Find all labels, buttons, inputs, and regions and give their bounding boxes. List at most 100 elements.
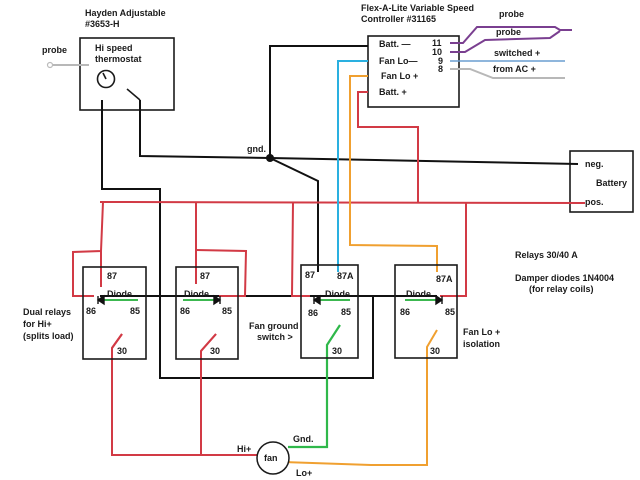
relay1-86-wire xyxy=(72,201,104,297)
relay3-30-to-fan-gnd xyxy=(288,324,341,449)
relay-box xyxy=(175,266,239,360)
fan-lo-neg-wire xyxy=(337,60,368,272)
controller-title: Flex-A-Lite Variable Speed xyxy=(361,3,474,13)
battery-pos-bus xyxy=(99,201,586,204)
relay-1: 87 Diode 86 85 30 xyxy=(82,266,147,360)
diode-icon xyxy=(312,294,321,306)
note-relay-rating: Relays 30/40 A xyxy=(515,250,578,260)
thermostat-switch-blade xyxy=(126,88,141,101)
diode-icon xyxy=(96,294,105,306)
relay-pin-85: 85 xyxy=(341,307,351,317)
note-fan-ground-1: Fan ground xyxy=(249,321,299,331)
relay1-30-to-fan xyxy=(111,333,258,456)
relay-pin-30: 30 xyxy=(210,346,220,356)
gnd-label: gnd. xyxy=(247,144,266,154)
pin-10: 10 xyxy=(432,47,442,57)
battery-pos-label: pos. xyxy=(585,197,604,207)
output-probe-1: probe xyxy=(496,27,521,37)
thermostat: Hayden Adjustable #3653-H Hi speed therm… xyxy=(42,8,175,111)
fan-hi-label: Hi+ xyxy=(237,444,251,454)
main-gnd-wire xyxy=(139,100,579,165)
gnd-to-relay3-87 xyxy=(269,157,319,272)
pin-8: 8 xyxy=(438,64,443,74)
relay-pin-87: 87 xyxy=(305,270,315,280)
diode-label: Diode xyxy=(184,289,209,299)
diode-icon xyxy=(435,294,444,306)
fan: fan Hi+ Gnd. Lo+ xyxy=(237,434,314,478)
ground-junction-icon xyxy=(266,154,274,162)
relay-pin-30: 30 xyxy=(430,346,440,356)
relay-4: 87A Diode 86 85 30 xyxy=(394,264,458,359)
note-fan-ground-2: switch > xyxy=(257,332,293,342)
note-fan-lo-2: isolation xyxy=(463,339,500,349)
diode-label: Diode xyxy=(107,289,132,299)
note-fan-lo-1: Fan Lo + xyxy=(463,327,500,337)
note-dual-relays-2: for Hi+ xyxy=(23,319,52,329)
output-switched-plus: switched + xyxy=(494,48,540,58)
relay2-85-wire xyxy=(195,249,248,297)
controller-gnd-wire xyxy=(269,45,368,158)
power-wiring xyxy=(72,91,586,456)
terminal-batt-pos: Batt. + xyxy=(379,87,407,97)
note-dual-relays-3: (splits load) xyxy=(23,331,74,341)
thermostat-label-2: thermostat xyxy=(95,54,142,64)
dial-needle xyxy=(102,72,107,80)
terminal-batt-neg: Batt. — xyxy=(379,39,411,49)
battery-label: Battery xyxy=(596,178,627,188)
probe-sensor-icon xyxy=(46,61,54,69)
controller-part-number: Controller #31165 xyxy=(361,14,436,24)
relay-pin-87: 87 xyxy=(200,271,210,281)
thermostat-box xyxy=(79,37,175,111)
relay-pin-87a: 87A xyxy=(436,274,453,284)
relay-pin-87: 87 xyxy=(107,271,117,281)
ground-wiring: gnd. xyxy=(100,45,579,379)
note-diodes-1: Damper diodes 1N4004 xyxy=(515,273,614,283)
relay-pin-86: 86 xyxy=(180,306,190,316)
probe-wire-11 xyxy=(450,26,572,44)
note-dual-relays-1: Dual relays xyxy=(23,307,71,317)
relay-3: 87 87A Diode 86 85 30 xyxy=(300,264,359,359)
relay4-85-wire xyxy=(440,202,467,297)
output-from-ac-plus: from AC + xyxy=(493,64,536,74)
battery: neg. Battery pos. xyxy=(569,150,634,213)
relay-2: 87 Diode 86 85 30 xyxy=(175,266,239,360)
thermostat-label-1: Hi speed xyxy=(95,43,133,53)
thermostat-to-relay-coils xyxy=(101,100,374,379)
relay-pin-86: 86 xyxy=(400,307,410,317)
relay-box xyxy=(394,264,458,359)
relay-pin-86: 86 xyxy=(86,306,96,316)
probe-wire-10 xyxy=(450,30,561,53)
relay1-contact xyxy=(111,333,123,349)
thermostat-title: Hayden Adjustable xyxy=(85,8,166,18)
terminal-fan-lo-neg: Fan Lo— xyxy=(379,56,418,66)
diode-icon xyxy=(213,294,222,306)
relay-pin-85: 85 xyxy=(130,306,140,316)
relay4-30-to-fan xyxy=(282,329,438,466)
thermostat-dial-icon[interactable] xyxy=(96,69,116,89)
fan-icon xyxy=(256,441,290,475)
controller-batt-pos-wire xyxy=(357,91,419,202)
relay-pin-87a: 87A xyxy=(337,271,354,281)
diode-label: Diode xyxy=(325,289,350,299)
controller: Flex-A-Lite Variable Speed Controller #3… xyxy=(361,3,572,108)
battery-box xyxy=(569,150,634,213)
fan-label: fan xyxy=(264,453,278,463)
fan-lo-pos-wire xyxy=(349,75,438,272)
fan-gnd-label: Gnd. xyxy=(293,434,314,444)
output-probe-top: probe xyxy=(499,9,524,19)
relay-pin-85: 85 xyxy=(445,307,455,317)
relay2-contact xyxy=(200,333,217,352)
relay3-86-wire xyxy=(290,201,310,297)
relay-pin-86: 86 xyxy=(308,308,318,318)
probe-label: probe xyxy=(42,45,67,55)
thermostat-part-number: #3653-H xyxy=(85,19,120,29)
controller-box xyxy=(367,35,460,108)
relay-box xyxy=(82,266,147,360)
pin-11: 11 xyxy=(432,38,442,48)
pin-9: 9 xyxy=(438,56,443,66)
relay-pin-30: 30 xyxy=(117,346,127,356)
diode-label: Diode xyxy=(406,289,431,299)
from-ac-wire xyxy=(450,68,565,79)
fan-lo-label: Lo+ xyxy=(296,468,312,478)
